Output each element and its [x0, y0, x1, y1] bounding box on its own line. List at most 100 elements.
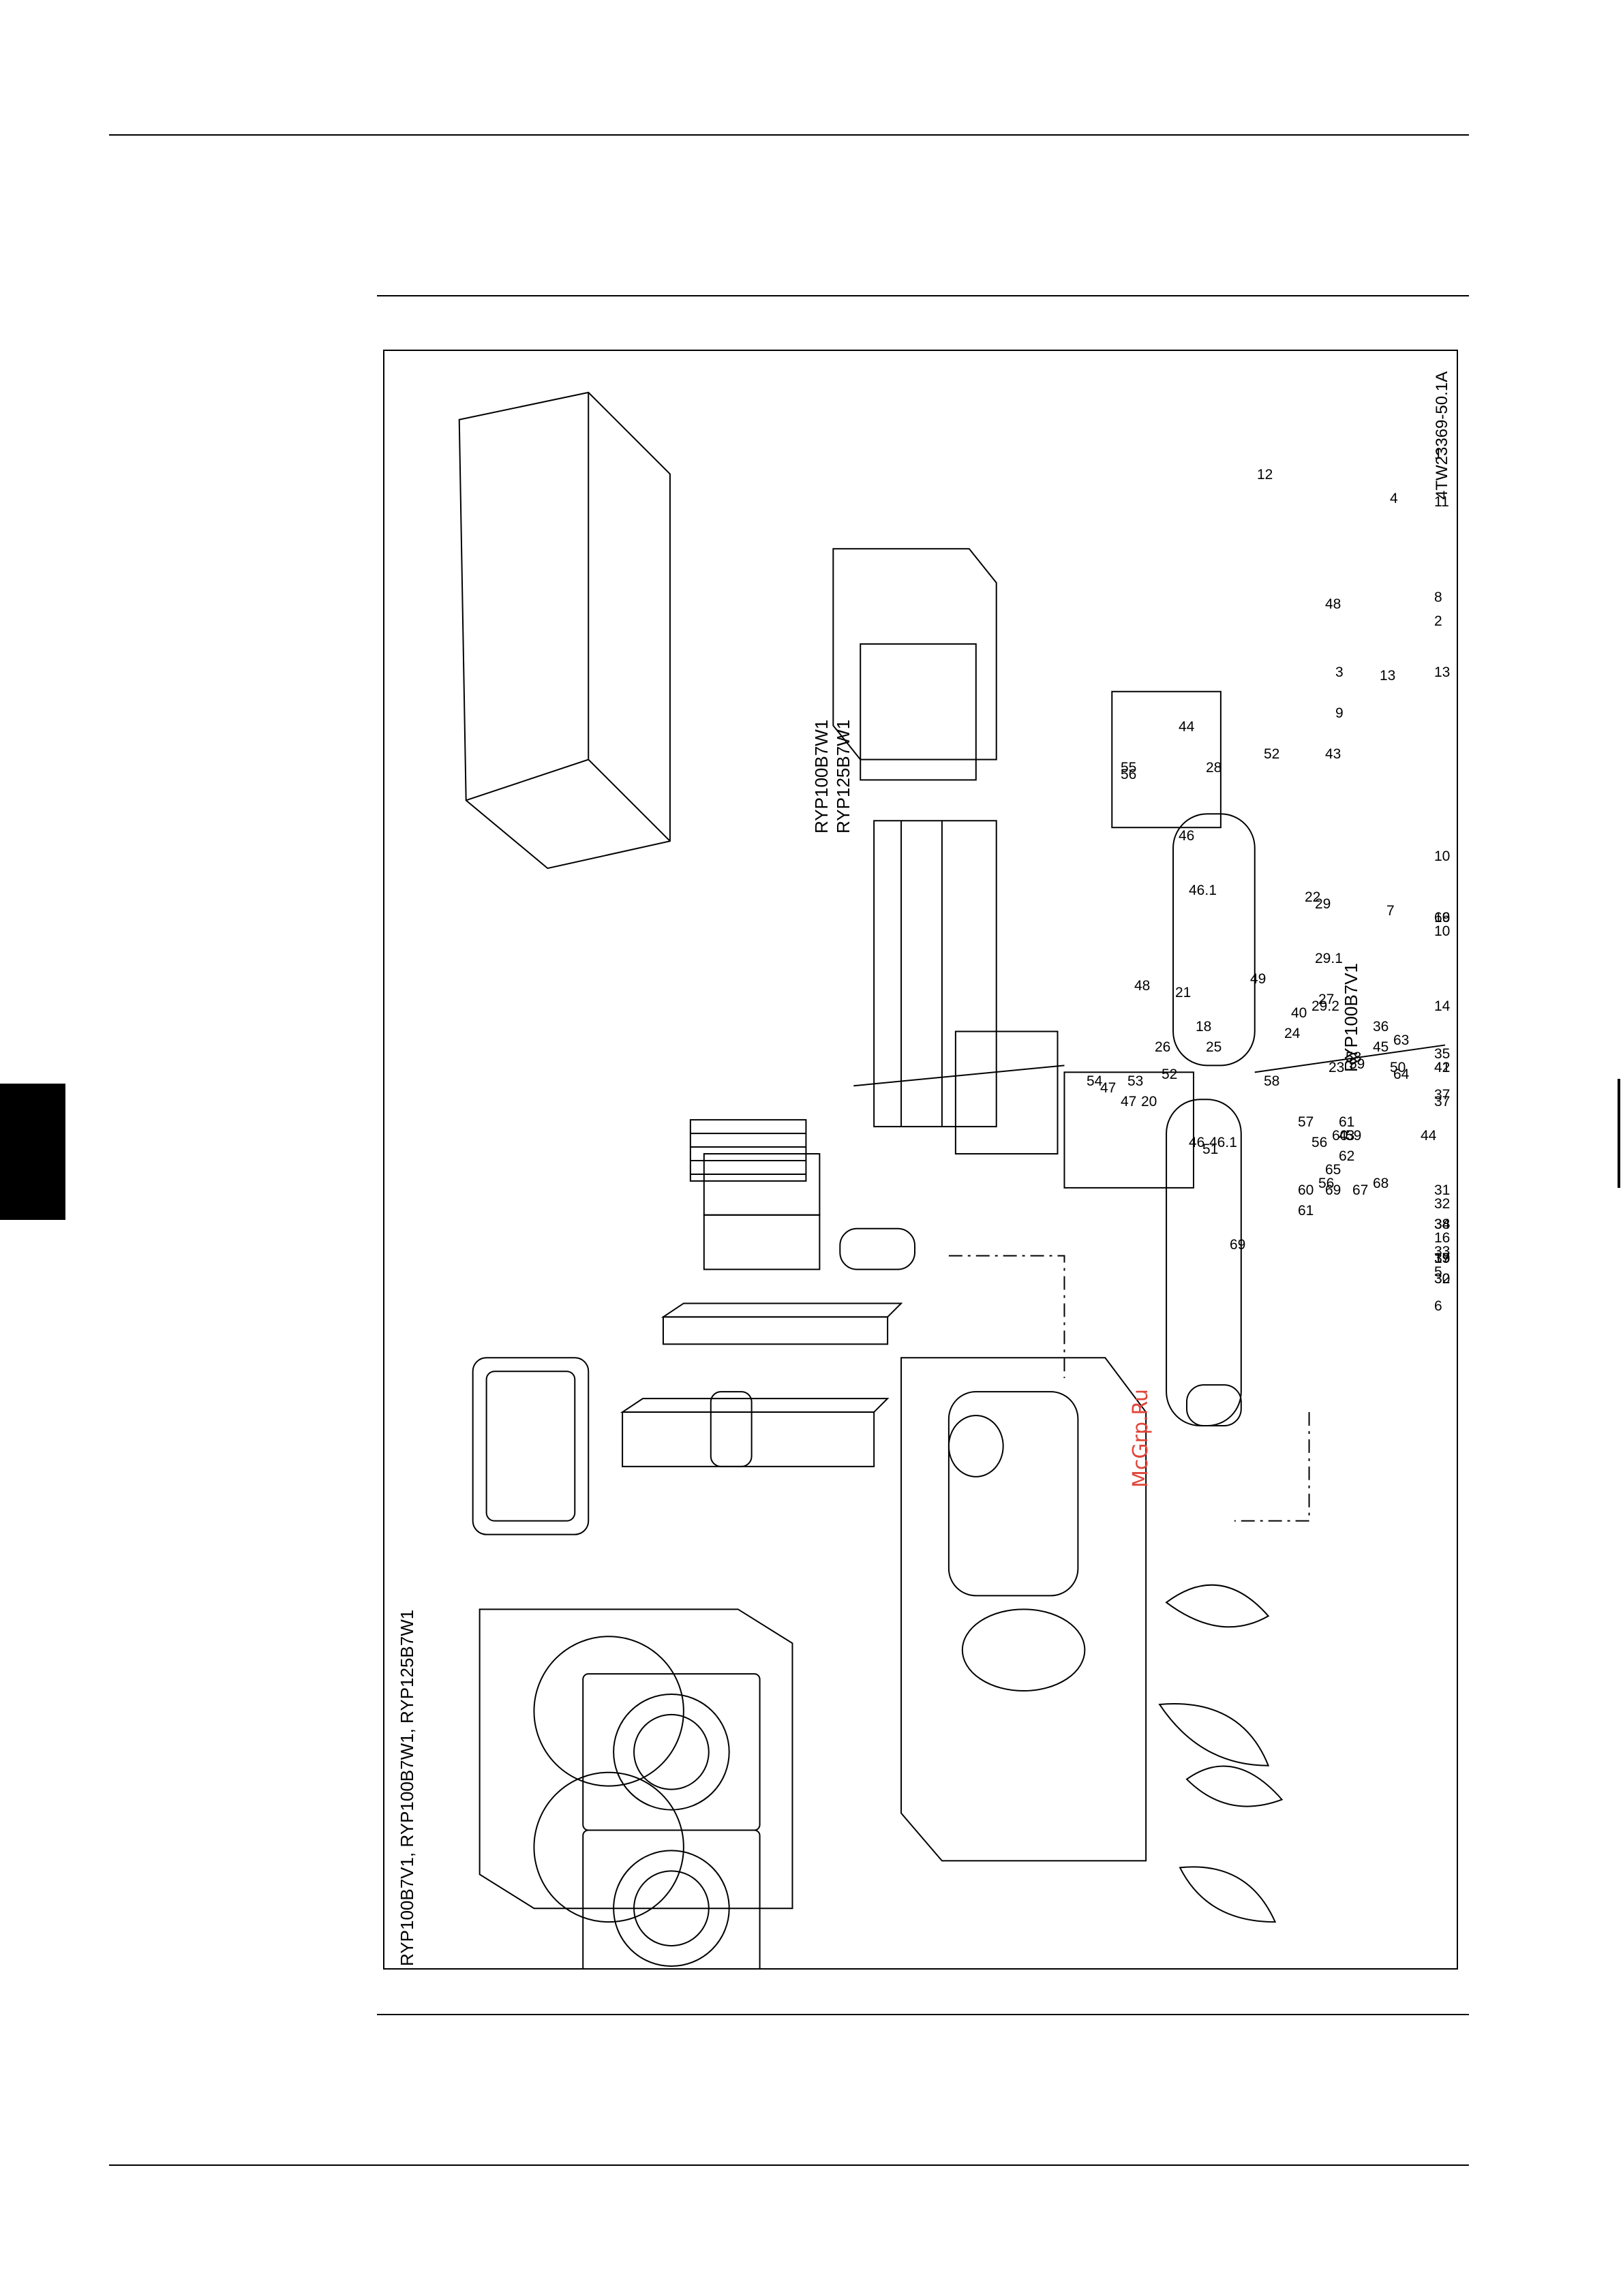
part-number-label: 53 [1127, 1073, 1144, 1089]
part-number-label: 49 [1250, 971, 1266, 987]
part-number-label: 52 [1264, 746, 1280, 762]
part-number-label: 10 [1434, 848, 1451, 864]
part-number-label: 25 [1206, 1039, 1222, 1055]
part-number-label: 15 [1434, 1251, 1451, 1266]
part-number-label: 50 [1390, 1060, 1406, 1075]
reference-code: 4TW23369-50.1A [1433, 371, 1451, 500]
exploded-view-drawing [458, 391, 1446, 1968]
part-number-label: 13 [1380, 668, 1396, 684]
part-number-label: 35 [1434, 1046, 1451, 1062]
part-number-label: 48 [1134, 978, 1151, 994]
part-number-label: 56 [1121, 767, 1137, 782]
fan-guard-drawing [582, 1673, 761, 1968]
part-number-label: 1 [1434, 446, 1442, 462]
part-number-label: 20 [1141, 1094, 1157, 1109]
casing-drawing [900, 1357, 1147, 1862]
part-number-label: 41 [1434, 1060, 1451, 1075]
part-number-label: 6 [1434, 1298, 1442, 1314]
part-number-label: 65 [1325, 1162, 1341, 1178]
part-number-label: 23 [1329, 1060, 1345, 1075]
part-number-label: 46 [1179, 828, 1195, 844]
part-number-label: 63 [1393, 1032, 1410, 1048]
part-number-label: 51 [1202, 1142, 1219, 1157]
part-number-label: 22 [1305, 889, 1321, 905]
part-number-label: 57 [1298, 1114, 1314, 1130]
part-number-label: 64 [1393, 1067, 1410, 1082]
part-number-label: 19 [1434, 910, 1451, 925]
part-number-label: 56 [1318, 1176, 1335, 1191]
part-number-label: 60 [1298, 1182, 1314, 1198]
part-number-label: 7 [1386, 903, 1395, 919]
pcb-drawing [860, 643, 977, 781]
part-number-label: 5 [1434, 1264, 1442, 1280]
part-number-label: 30 [1434, 1271, 1451, 1287]
part-number-label: 43 [1325, 746, 1341, 762]
part-number-label: 69 [1325, 1182, 1341, 1198]
edge-mark [1618, 1079, 1620, 1188]
part-number-label: 48 [1325, 596, 1341, 612]
part-number-label: 11 [1434, 494, 1449, 510]
gasket-drawing [472, 1357, 590, 1535]
part-number-label: 44 [1179, 719, 1195, 735]
part-number-label: 38 [1434, 1216, 1451, 1232]
upper-rule [377, 295, 1469, 296]
part-number-label: 68 [1373, 1176, 1389, 1191]
part-number-label: 21 [1175, 985, 1192, 1000]
part-number-label: 12 [1257, 467, 1273, 483]
part-number-label: 52 [1162, 1067, 1178, 1082]
part-number-label: 40 [1291, 1005, 1307, 1021]
bottom-rule [109, 2164, 1469, 2166]
part-number-label: 58 [1264, 1073, 1280, 1089]
grille-drawing [689, 1119, 821, 1270]
part-number-label: 13 [1434, 664, 1451, 680]
part-number-label: 17 [1434, 1251, 1451, 1266]
part-number-label: 32 [1434, 1271, 1451, 1287]
part-number-label: 29.2 [1311, 998, 1339, 1014]
part-number-label: 47 [1100, 1080, 1117, 1096]
part-number-label: 62 [1339, 1148, 1355, 1164]
part-number-label: 46.1 [1209, 1135, 1237, 1150]
part-number-label: 47 [1121, 1094, 1137, 1109]
lower-rule [377, 2014, 1469, 2015]
top-rule [109, 134, 1469, 136]
part-number-label: 26 [1155, 1039, 1171, 1055]
mounting-plate-drawing [832, 548, 997, 761]
part-number-label: 42 [1434, 1060, 1451, 1075]
part-number-label: 46.1 [1189, 883, 1217, 898]
part-number-label: 32 [1434, 1196, 1451, 1212]
exploded-view-diagram: RYP100B7V1, RYP100B7W1, RYP125B7W1 RYP10… [383, 350, 1458, 1970]
part-number-label: 27 [1318, 992, 1335, 1007]
compressor-drawing [947, 1391, 1079, 1597]
part-number-label: 56 [1311, 1135, 1328, 1150]
part-number-label: 28 [1206, 760, 1222, 776]
fan-blade-drawing [1165, 1584, 1270, 1628]
panel-3-drawing [661, 1302, 903, 1318]
model-caption-mid-2: RYP125B7W1 [833, 719, 853, 833]
part-number-label: 67 [1352, 1182, 1369, 1198]
fan-motor-area-drawing [961, 1608, 1086, 1692]
part-number-label: 39 [1434, 1251, 1451, 1266]
panel-2-drawing [620, 1398, 890, 1413]
cable-drawing [853, 1065, 1065, 1087]
part-number-label: 46 [1189, 1135, 1205, 1150]
part-number-label: 37 [1434, 1094, 1451, 1109]
part-number-label: 31 [1434, 1182, 1451, 1198]
front-panel-drawing [479, 1608, 793, 1923]
watermark: McGrp.Ru [1129, 1388, 1153, 1488]
part-number-label: 29.1 [1315, 951, 1343, 966]
part-number-label: 14 [1434, 998, 1451, 1014]
part-number-label: 3 [1335, 664, 1344, 680]
part-number-label: 4 [1390, 491, 1398, 506]
model-caption-left: RYP100B7V1, RYP100B7W1, RYP125B7W1 [397, 1609, 417, 1966]
part-number-label: 10 [1434, 923, 1451, 939]
part-number-label: 60 [1332, 1128, 1348, 1144]
part-number-label: 61 [1339, 1114, 1355, 1130]
part-number-label: 69 [1230, 1237, 1246, 1253]
part-number-label: 2 [1434, 613, 1442, 629]
part-number-label: 18 [1196, 1019, 1212, 1035]
part-number-label: 37 [1434, 1087, 1451, 1103]
part-number-label: 43 [1339, 1128, 1355, 1144]
part-number-label: 59 [1346, 1128, 1362, 1144]
valve-drawing [839, 1227, 916, 1270]
part-number-label: 59 [1349, 1056, 1365, 1072]
